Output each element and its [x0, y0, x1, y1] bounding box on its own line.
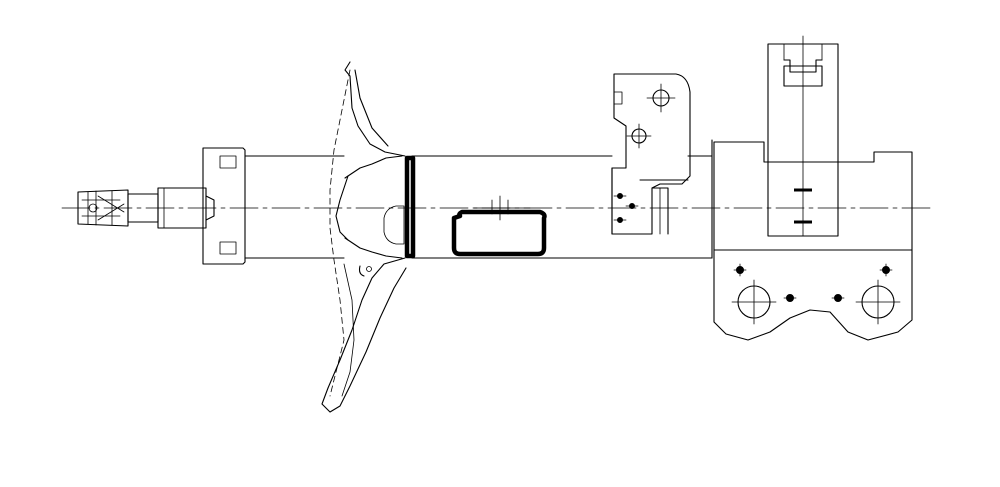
piston-rod-tip: [77, 189, 129, 227]
strut-tube: [244, 139, 713, 259]
rod-nut: [127, 187, 215, 229]
steering-knuckle-bracket: [713, 35, 913, 341]
stabilizer-bracket: [611, 73, 691, 235]
top-mount-block: [202, 147, 246, 265]
spring-seat: [321, 61, 407, 413]
hose-clip: [451, 195, 547, 257]
seal-band: [404, 155, 416, 259]
